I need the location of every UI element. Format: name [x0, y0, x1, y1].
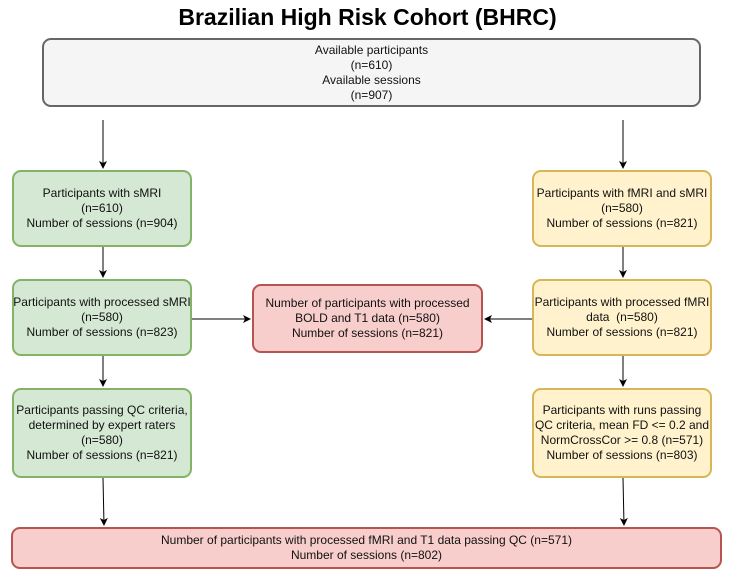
- processed-bold-t1-box: Number of participants with processed BO…: [252, 284, 483, 353]
- box-line: Number of sessions (n=904): [26, 216, 178, 230]
- processed-smri-box: Participants with processed sMRI (n=580)…: [12, 279, 192, 356]
- box-line: Number of sessions (n=821): [546, 325, 698, 339]
- box-line: Participants with sMRI: [42, 186, 162, 200]
- box-line: Participants with processed fMRI: [534, 295, 710, 309]
- box-line: Participants with fMRI and sMRI: [536, 186, 708, 200]
- processed-fmri-box: Participants with processed fMRI data (n…: [532, 279, 712, 356]
- box-line: QC criteria, mean FD <= 0.2 and: [534, 418, 710, 432]
- box-line: Number of sessions (n=821): [291, 326, 444, 340]
- box-line: Number of sessions (n=821): [546, 216, 698, 230]
- box-line: Number of sessions (n=803): [546, 448, 698, 462]
- box-line: Number of participants with processed fM…: [161, 533, 572, 547]
- box-line: Available participants: [314, 42, 429, 57]
- box-line: Participants passing QC criteria,: [16, 403, 188, 417]
- box-line: Participants with processed sMRI: [13, 295, 191, 309]
- box-line: Number of sessions (n=802): [290, 548, 443, 562]
- box-line: data (n=580): [586, 310, 658, 324]
- box-line: Number of sessions (n=823): [26, 325, 178, 339]
- fmri-qc-box: Participants with runs passing QC criter…: [532, 388, 712, 478]
- box-line: (n=580): [81, 433, 123, 447]
- box-line: NormCrossCor >= 0.8 (n=571): [540, 433, 704, 447]
- smri-qc-box: Participants passing QC criteria, determ…: [12, 388, 192, 478]
- available-participants-box: Available participants (n=610) Available…: [42, 38, 701, 107]
- box-line: (n=610): [350, 57, 393, 72]
- box-line: Number of sessions (n=821): [26, 448, 178, 462]
- box-line: (n=907): [350, 87, 393, 102]
- box-line: determined by expert raters: [28, 418, 176, 432]
- box-line: Participants with runs passing: [542, 403, 702, 417]
- final-qc-box: Number of participants with processed fM…: [11, 527, 722, 569]
- fmri-participants-box: Participants with fMRI and sMRI (n=580) …: [532, 170, 712, 247]
- smri-participants-box: Participants with sMRI (n=610) Number of…: [12, 170, 192, 247]
- box-line: (n=580): [81, 310, 123, 324]
- box-line: BOLD and T1 data (n=580): [295, 311, 440, 325]
- diagram-title: Brazilian High Risk Cohort (BHRC): [178, 4, 557, 30]
- box-line: (n=610): [81, 201, 123, 215]
- arrow-qc-fmri-to-final: [619, 477, 628, 526]
- arrow-qc-smri-to-final: [99, 477, 108, 526]
- box-line: (n=580): [601, 201, 643, 215]
- box-line: Number of participants with processed: [265, 296, 470, 310]
- box-line: Available sessions: [322, 72, 421, 87]
